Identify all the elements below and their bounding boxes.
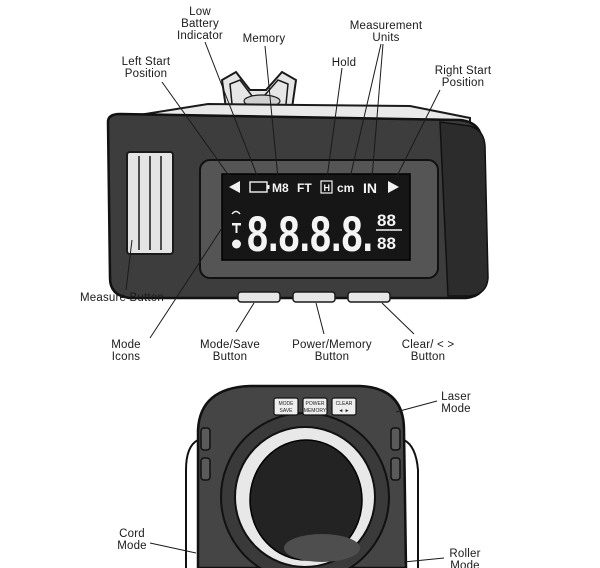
key-mode-save [273, 397, 299, 416]
label-measure-button: Measure Button [80, 292, 164, 304]
leader-lines-top [125, 41, 441, 339]
lcd-memory-text: M8 [272, 181, 289, 195]
label-memory: Memory [242, 33, 286, 45]
label-low-battery-indicator: Low Battery Indicator [177, 6, 223, 42]
mode-save-button-shape [237, 291, 281, 303]
label-laser-mode: Laser Mode [441, 391, 471, 415]
lcd-screen [221, 173, 411, 261]
label-cord-mode: Cord Mode [117, 528, 147, 552]
leader-lines-bottom [149, 400, 445, 563]
lcd-in-text: IN [363, 180, 377, 196]
lcd-cm-text: cm [337, 181, 354, 195]
svg-text:POWER: POWER [306, 401, 325, 407]
label-measurement-units: Measurement Units [349, 20, 423, 44]
lcd-hold-text: H [324, 183, 331, 193]
svg-text:SAVE: SAVE [280, 408, 294, 414]
key-power-memory [302, 397, 328, 416]
left-start-arrow [229, 181, 240, 193]
lcd-small-digits-bottom: 88 [377, 234, 396, 253]
label-left-start-position: Left Start Position [121, 56, 171, 80]
svg-text:MODE: MODE [279, 401, 295, 407]
svg-text:CLEAR: CLEAR [336, 401, 353, 407]
label-right-start-position: Right Start Position [434, 65, 492, 89]
lcd-main-digits: 8.8.8.8. [247, 206, 373, 262]
right-start-arrow [388, 181, 399, 193]
label-mode-save-button: Mode/Save Button [200, 339, 260, 363]
label-mode-icons: Mode Icons [111, 339, 141, 363]
lcd-ft-text: FT [297, 181, 312, 195]
lcd-small-digits-top: 88 [377, 211, 396, 230]
hold-icon [320, 180, 333, 194]
label-hold: Hold [331, 57, 357, 69]
svg-text:◄ ►: ◄ ► [338, 408, 349, 414]
clear-button-shape [347, 291, 391, 303]
label-power-memory-button: Power/Memory Button [292, 339, 372, 363]
svg-text:MEMORY: MEMORY [304, 408, 327, 414]
key-clear [331, 397, 357, 416]
label-clear-button: Clear/ < > Button [401, 339, 455, 363]
power-memory-button-shape [292, 291, 336, 303]
mode-icons-column [231, 210, 241, 249]
label-roller-mode: Roller Mode [449, 548, 481, 568]
